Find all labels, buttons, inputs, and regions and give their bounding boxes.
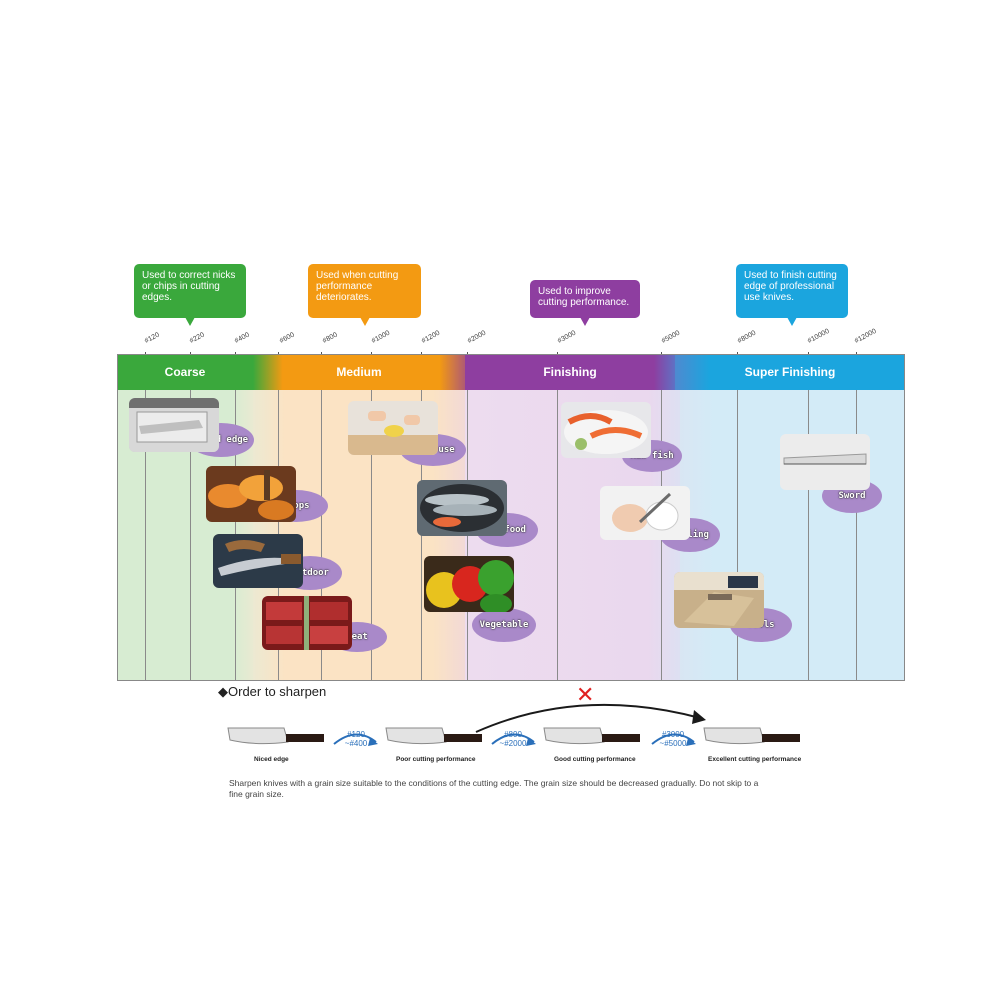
photo-meat [262, 596, 352, 650]
band-finishing: Finishing [465, 354, 675, 390]
skip-arrow-icon [475, 703, 706, 733]
band-super-finishing: Super Finishing [675, 354, 905, 390]
photo-raw-fish [561, 402, 651, 458]
grid-line [557, 390, 558, 680]
grit-label: #800 [321, 331, 339, 345]
photo-tools [674, 572, 764, 628]
knife-4-icon [703, 727, 800, 745]
order-title: ◆Order to sharpen [218, 684, 327, 699]
photo-outdoor [213, 534, 303, 588]
grid-line [737, 390, 738, 680]
step-arrow-icon [333, 733, 378, 746]
photo-peeling [600, 486, 690, 540]
grit-label: #3000 [556, 329, 578, 345]
sharpen-note: Sharpen knives with a grain size suitabl… [229, 778, 759, 799]
range-from: #120 [347, 730, 365, 739]
callout-medium: Used when cutting performance deteriorat… [308, 264, 421, 326]
grid-line [145, 390, 146, 680]
grit-label: #10000 [806, 327, 831, 345]
range-label-3: #3000 ~#5000 [652, 730, 694, 748]
grit-label: #120 [143, 331, 161, 345]
callout-super-finishing: Used to finish cutting edge of professio… [736, 264, 848, 326]
knife-2-icon [385, 727, 482, 745]
step-label-excellent: Excellent cutting performance [708, 756, 802, 763]
grid-line [808, 390, 809, 680]
grid-line [190, 390, 191, 680]
range-to: ~#5000 [659, 739, 687, 748]
photo-home-use [348, 401, 438, 455]
step-arrow-icon [651, 733, 696, 746]
grit-label: #600 [278, 331, 296, 345]
grit-label: #1200 [420, 329, 442, 345]
range-label-1: #120 ~#400 [336, 730, 376, 748]
step-arrow-icon [491, 733, 536, 746]
range-from: #3000 [661, 730, 685, 739]
photo-chops [206, 466, 296, 522]
range-to: ~#2000 [499, 739, 527, 748]
step-label-good: Good cutting performance [554, 756, 636, 763]
knife-1-icon [227, 727, 324, 745]
grit-label: #5000 [660, 329, 682, 345]
grid-line [856, 390, 857, 680]
grid-line [371, 390, 372, 680]
grit-label: #220 [188, 331, 206, 345]
range-label-2: #800 ~#2000 [492, 730, 534, 748]
step-label-poor: Poor cutting performance [396, 756, 476, 763]
photo-sword [780, 434, 870, 490]
knife-3-icon [543, 727, 640, 745]
photo-niced-edge [129, 398, 219, 452]
callout-finishing: Used to improve cutting performance. [530, 280, 640, 326]
band-coarse: Coarse [117, 354, 253, 390]
skip-cross-icon: ✕ [576, 682, 595, 707]
photo-vegetable [424, 556, 514, 612]
grit-label: #2000 [466, 329, 488, 345]
range-from: #800 [504, 730, 522, 739]
range-to: ~#400 [344, 739, 368, 748]
grid-line [321, 390, 322, 680]
grit-label: #400 [233, 331, 251, 345]
callout-coarse: Used to correct nicks or chips in cuttin… [134, 264, 246, 326]
chart-frame [117, 354, 905, 681]
band-medium: Medium [253, 354, 465, 390]
grit-label: #12000 [853, 327, 878, 345]
grit-label: #1000 [370, 329, 392, 345]
tag-vegetable: Vegetable [472, 608, 536, 642]
step-label-niced-edge: Niced edge [254, 756, 289, 763]
grit-label: #8000 [736, 329, 758, 345]
photo-seafood [417, 480, 507, 536]
